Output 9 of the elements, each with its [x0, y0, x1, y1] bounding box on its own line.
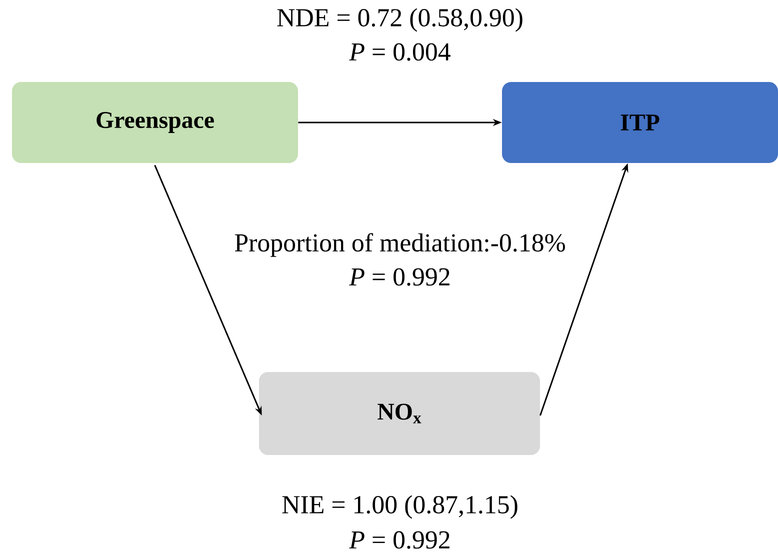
process-box: Greenspace — [12, 82, 298, 163]
annotation-text: P = 0.004 — [349, 43, 450, 61]
annotation-text: NDE = 0.72 (0.58,0.90) — [277, 8, 522, 32]
annotation-text: NIE = 1.00 (0.87,1.15) — [282, 495, 518, 519]
process-box: NO$_{x}$ — [259, 372, 540, 455]
annotation-text: P = 0.992 — [349, 531, 450, 549]
process-box: ITP — [502, 82, 778, 163]
annotation-text: P = 0.992 — [349, 268, 450, 286]
annotation-text: Proportion of mediation:-0.18% — [234, 233, 565, 257]
